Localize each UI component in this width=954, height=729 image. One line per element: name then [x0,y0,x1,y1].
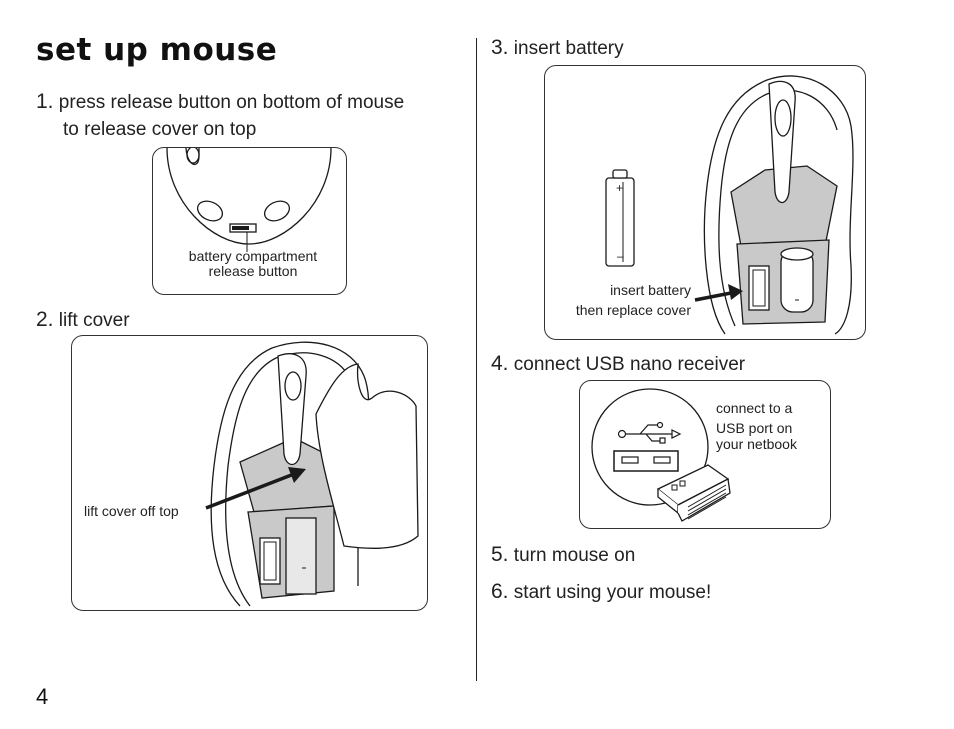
step-6: 6. start using your mouse! [491,580,711,604]
release-button-caption-line2: release button [208,263,298,279]
step-4-number: 4. [491,352,509,375]
step-4-text: connect USB nano receiver [513,354,746,375]
lift-cover-illustration: lift cover off top [71,335,428,611]
page-number: 4 [36,684,49,709]
step-5: 5. turn mouse on [491,543,635,567]
step-1: 1. press release button on bottom of mou… [36,90,404,114]
insert-battery-illustration: + – insert battery then replace cover [544,65,866,340]
step-5-text: turn mouse on [513,545,636,566]
step-5-number: 5. [491,543,509,566]
insert-battery-caption-line1: insert battery [610,282,691,298]
battery-plus-mark: + [616,181,624,195]
release-button-illustration: battery compartment release button [152,147,347,295]
step-3-number: 3. [491,36,509,59]
usb-caption-line3: your netbook [716,436,797,452]
page-title: set up mouse [36,32,278,68]
release-button-caption-line1: battery compartment [188,248,318,264]
step-4: 4. connect USB nano receiver [491,352,745,376]
step-2-text: lift cover [58,310,130,331]
column-divider [476,38,477,681]
usb-caption-line2: USB port on [716,420,793,436]
insert-battery-caption-line2: then replace cover [575,302,691,318]
step-2: 2. lift cover [36,308,130,332]
step-6-number: 6. [491,580,509,603]
step-1-text-line1: press release button on bottom of mouse [58,92,405,113]
battery-minus-mark: – [617,249,624,263]
usb-caption-line1: connect to a [716,400,793,416]
step-3: 3. insert battery [491,36,624,60]
step-6-text: start using your mouse! [513,582,712,603]
step-1-text-line2: to release cover on top [63,119,257,140]
step-1-number: 1. [36,90,54,113]
step-3-text: insert battery [513,38,624,59]
usb-receiver-illustration: connect to a USB port on your netbook [579,380,831,529]
lift-cover-caption: lift cover off top [84,503,179,519]
step-2-number: 2. [36,308,54,331]
